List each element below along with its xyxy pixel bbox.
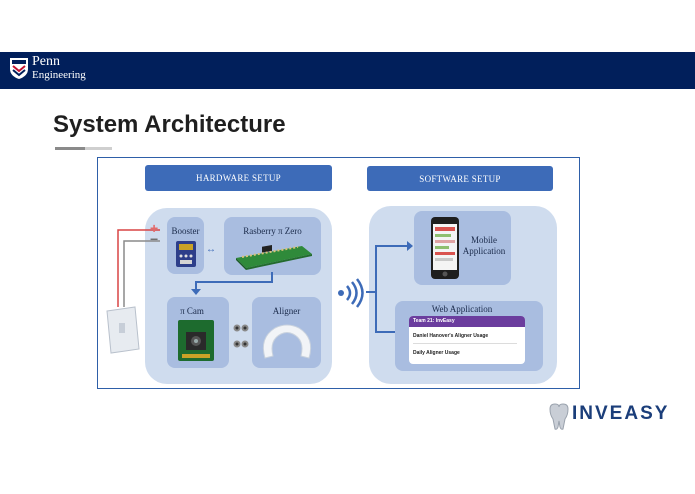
web-app-topbar: Team 21: InvEasy (409, 316, 525, 327)
battery-pack-icon (106, 306, 140, 354)
software-setup-header: SOFTWARE SETUP (367, 166, 553, 191)
pi-camera-icon (178, 320, 214, 361)
pi-to-cam-arrow (191, 272, 273, 295)
web-app-row-usage-title: Daniel Hanover's Aligner Usage (413, 333, 489, 339)
aligner-label: Aligner (272, 306, 301, 316)
raspberry-pi-board-icon (236, 244, 312, 270)
bidirectional-arrow-icon: ↔ (206, 244, 216, 255)
mobile-app-label-line1: Mobile (471, 235, 497, 245)
sensor-magnet-icon (233, 324, 249, 348)
raspberry-pi-card (224, 217, 321, 275)
pi-cam-label: π Cam (180, 306, 204, 316)
raspberry-pi-label: Rasberry π Zero (243, 226, 302, 236)
web-app-row-daily-usage: Daily Aligner Usage (413, 350, 460, 356)
hardware-setup-header: HARDWARE SETUP (145, 165, 332, 191)
battery-wires (117, 229, 160, 307)
aligner-tray-icon (262, 324, 312, 359)
header-bar (0, 52, 695, 89)
smartphone-icon (431, 217, 459, 279)
page-title: System Architecture (53, 111, 286, 138)
web-app-window: Team 21: InvEasy Daniel Hanover's Aligne… (409, 316, 525, 364)
wireless-signal-icon (338, 278, 364, 308)
title-underline-light (85, 147, 112, 150)
battery-minus-symbol: − (150, 231, 159, 247)
title-underline-accent (55, 147, 85, 150)
mobile-app-label-line2: Application (462, 246, 506, 256)
mobile-app-card (414, 211, 511, 285)
booster-label: Booster (171, 226, 200, 236)
web-app-divider (413, 343, 517, 344)
penn-shield-icon (10, 58, 28, 79)
web-app-label: Web Application (431, 304, 493, 314)
tooth-logo-icon (549, 403, 569, 430)
inveasy-brand-text: INVEASY (572, 403, 670, 424)
battery-plus-symbol: + (150, 220, 159, 236)
logo-engineering-text: Engineering (32, 69, 86, 81)
logo-penn-text: Penn (32, 54, 60, 69)
booster-board-icon (176, 241, 196, 267)
